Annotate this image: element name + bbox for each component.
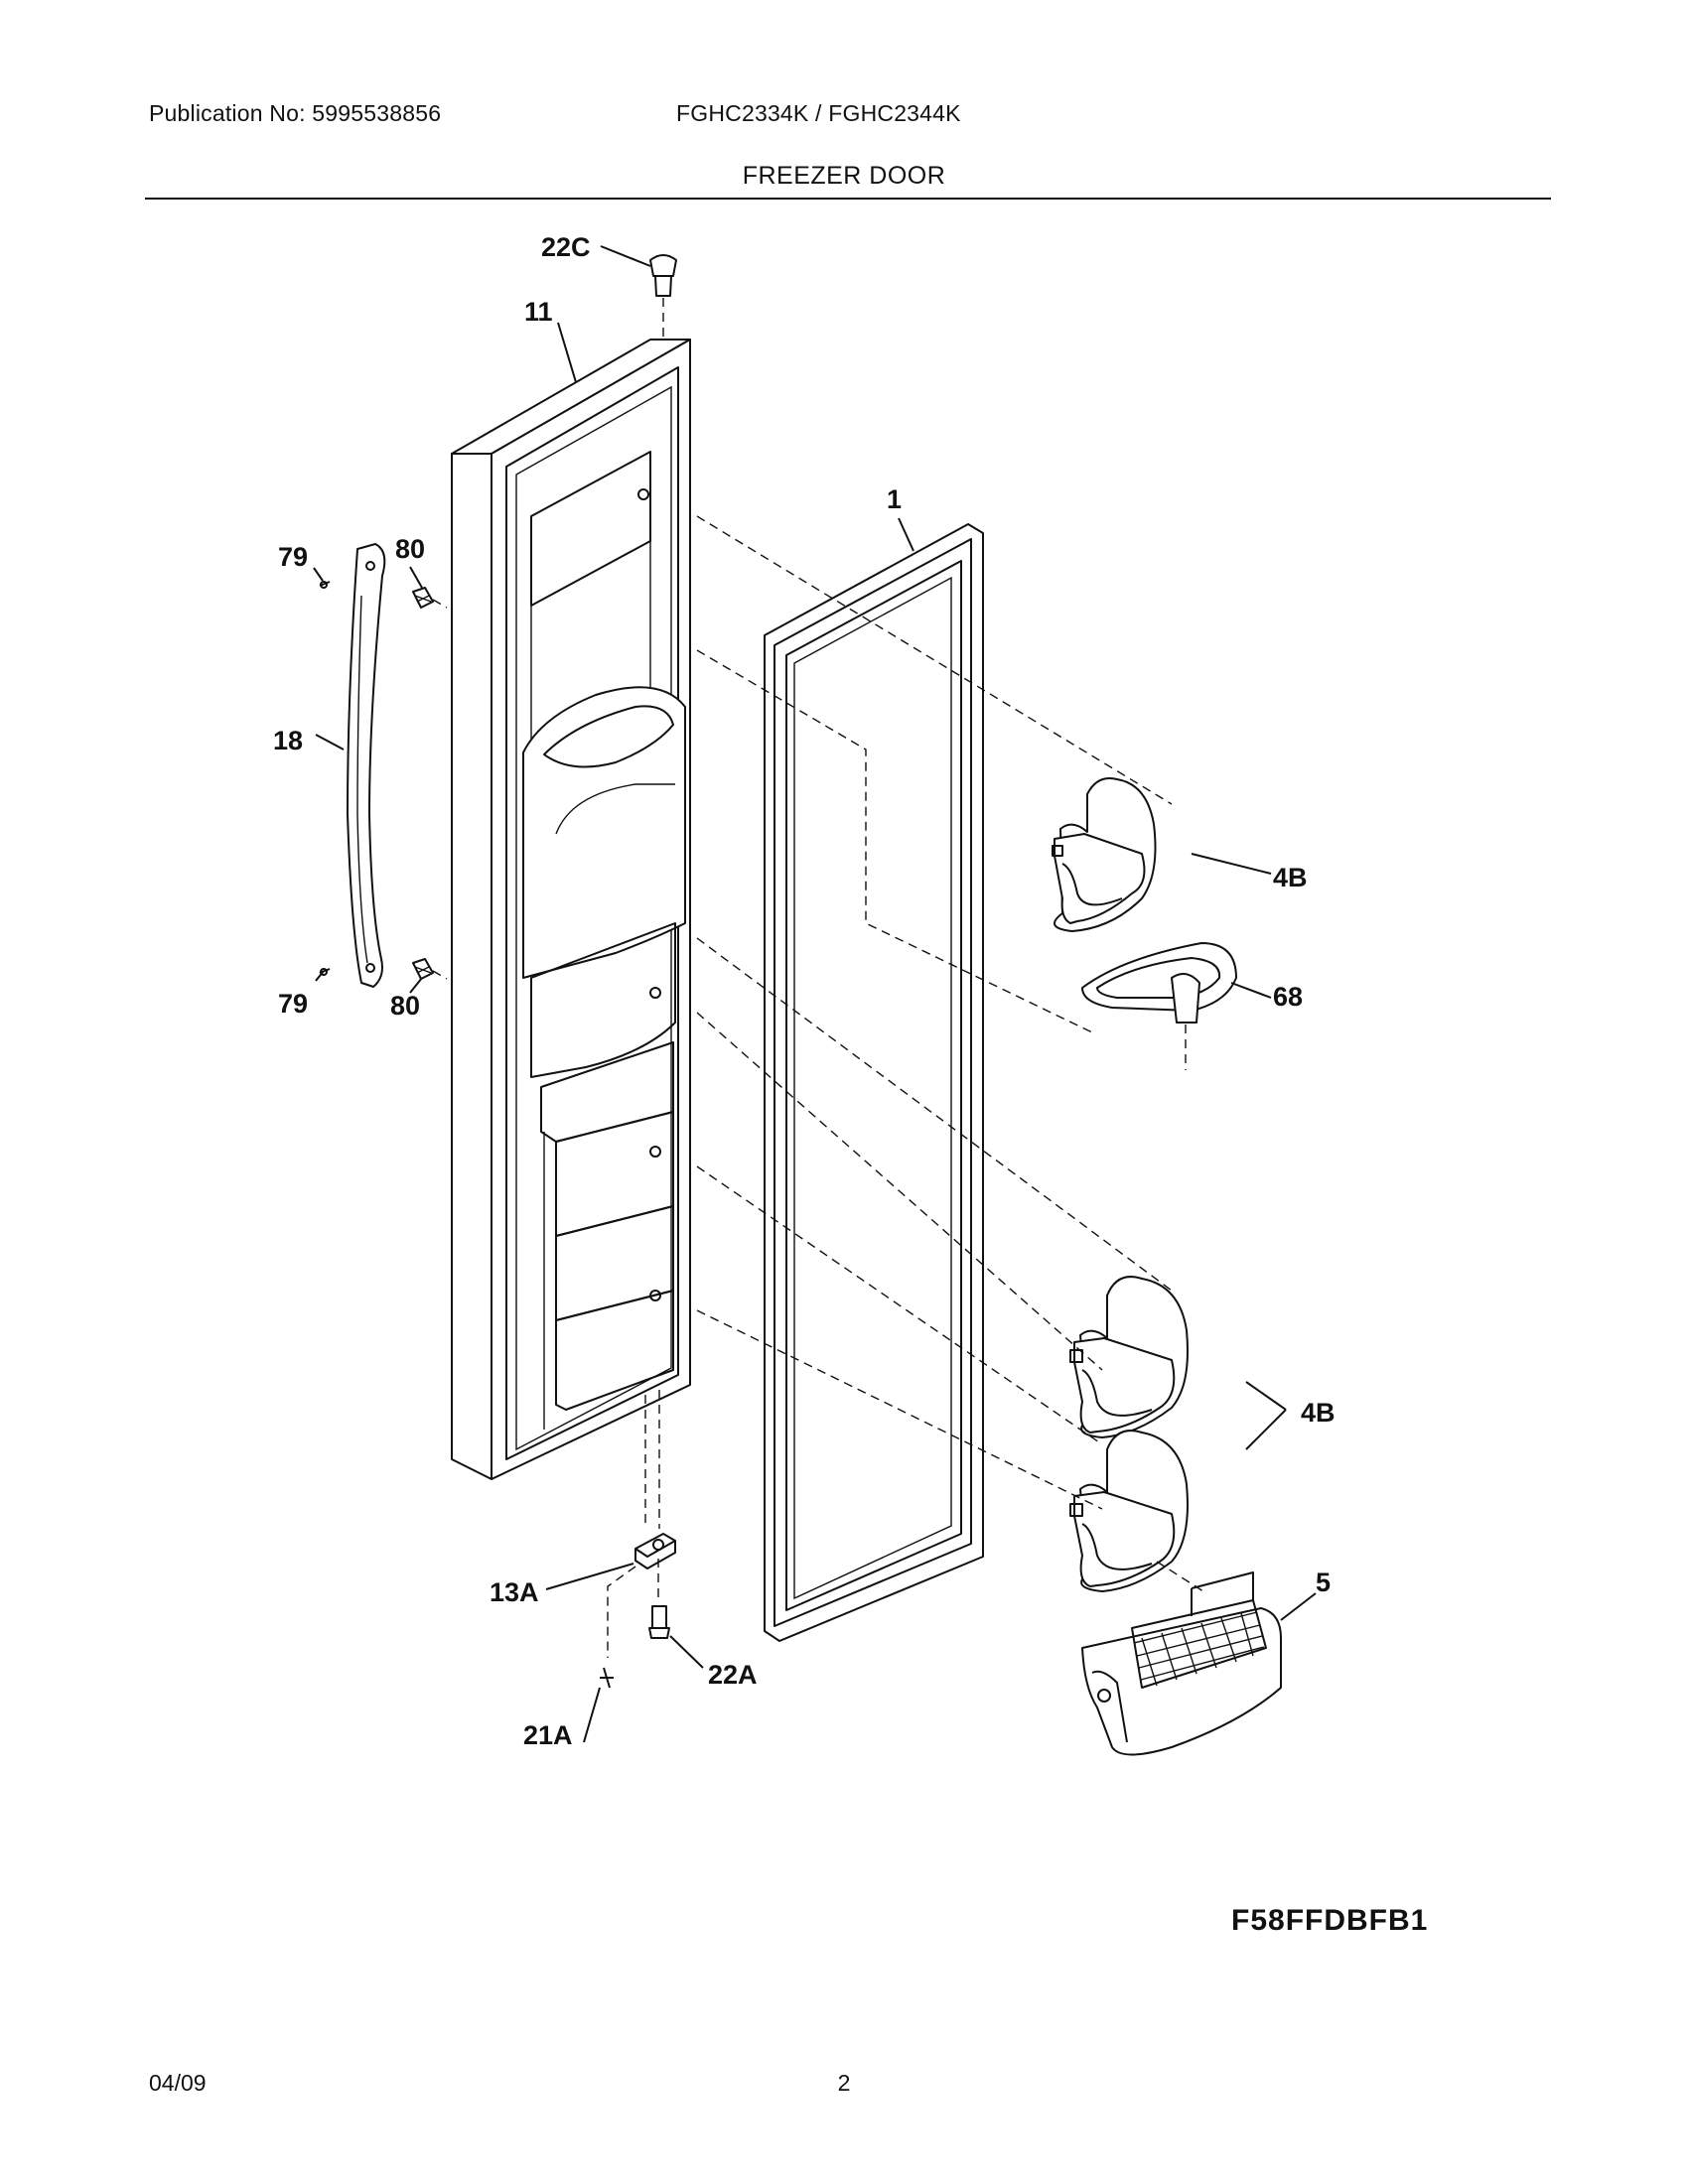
callout-5: 5 [1316,1568,1331,1597]
callout-11: 11 [524,297,553,327]
section-title: FREEZER DOOR [742,162,946,190]
callout-13A: 13A [490,1577,539,1607]
door-cap-part [649,254,677,338]
handle-fasteners [319,581,448,980]
hinge-assembly [600,1390,676,1689]
callout-18: 18 [273,726,303,755]
callout-4B-lower: 4B [1301,1398,1336,1428]
callout-21A: 21A [523,1720,573,1750]
callout-leaders [313,245,1317,1743]
callout-4B-upper: 4B [1273,863,1308,892]
door-gasket-part [764,523,984,1642]
ice-chute-part [1081,942,1237,1070]
page-number: 2 [837,2070,851,2096]
callout-22A: 22A [708,1660,758,1690]
door-bin-upper-part [1052,777,1157,932]
door-handle-part [347,543,386,988]
callout-68: 68 [1273,982,1303,1012]
wire-basket-part [1081,1571,1282,1756]
freezer-door-part [451,339,691,1480]
callout-80-upper: 80 [395,534,425,564]
door-bin-middle-part [1069,1276,1189,1438]
callout-22C: 22C [541,232,591,262]
diagram-code: F58FFDBFB1 [1231,1904,1429,1937]
callout-79-upper: 79 [278,542,308,572]
footer-date: 04/09 [149,2070,207,2096]
publication-number: Publication No: 5995538856 [149,100,442,126]
callout-80-lower: 80 [390,991,420,1021]
callout-79-lower: 79 [278,989,308,1019]
header-rule [145,198,1551,200]
callout-1: 1 [887,484,902,514]
assembly-lines [696,515,1207,1594]
model-numbers: FGHC2334K / FGHC2344K [676,100,961,126]
door-bin-lower-part [1069,1430,1189,1592]
